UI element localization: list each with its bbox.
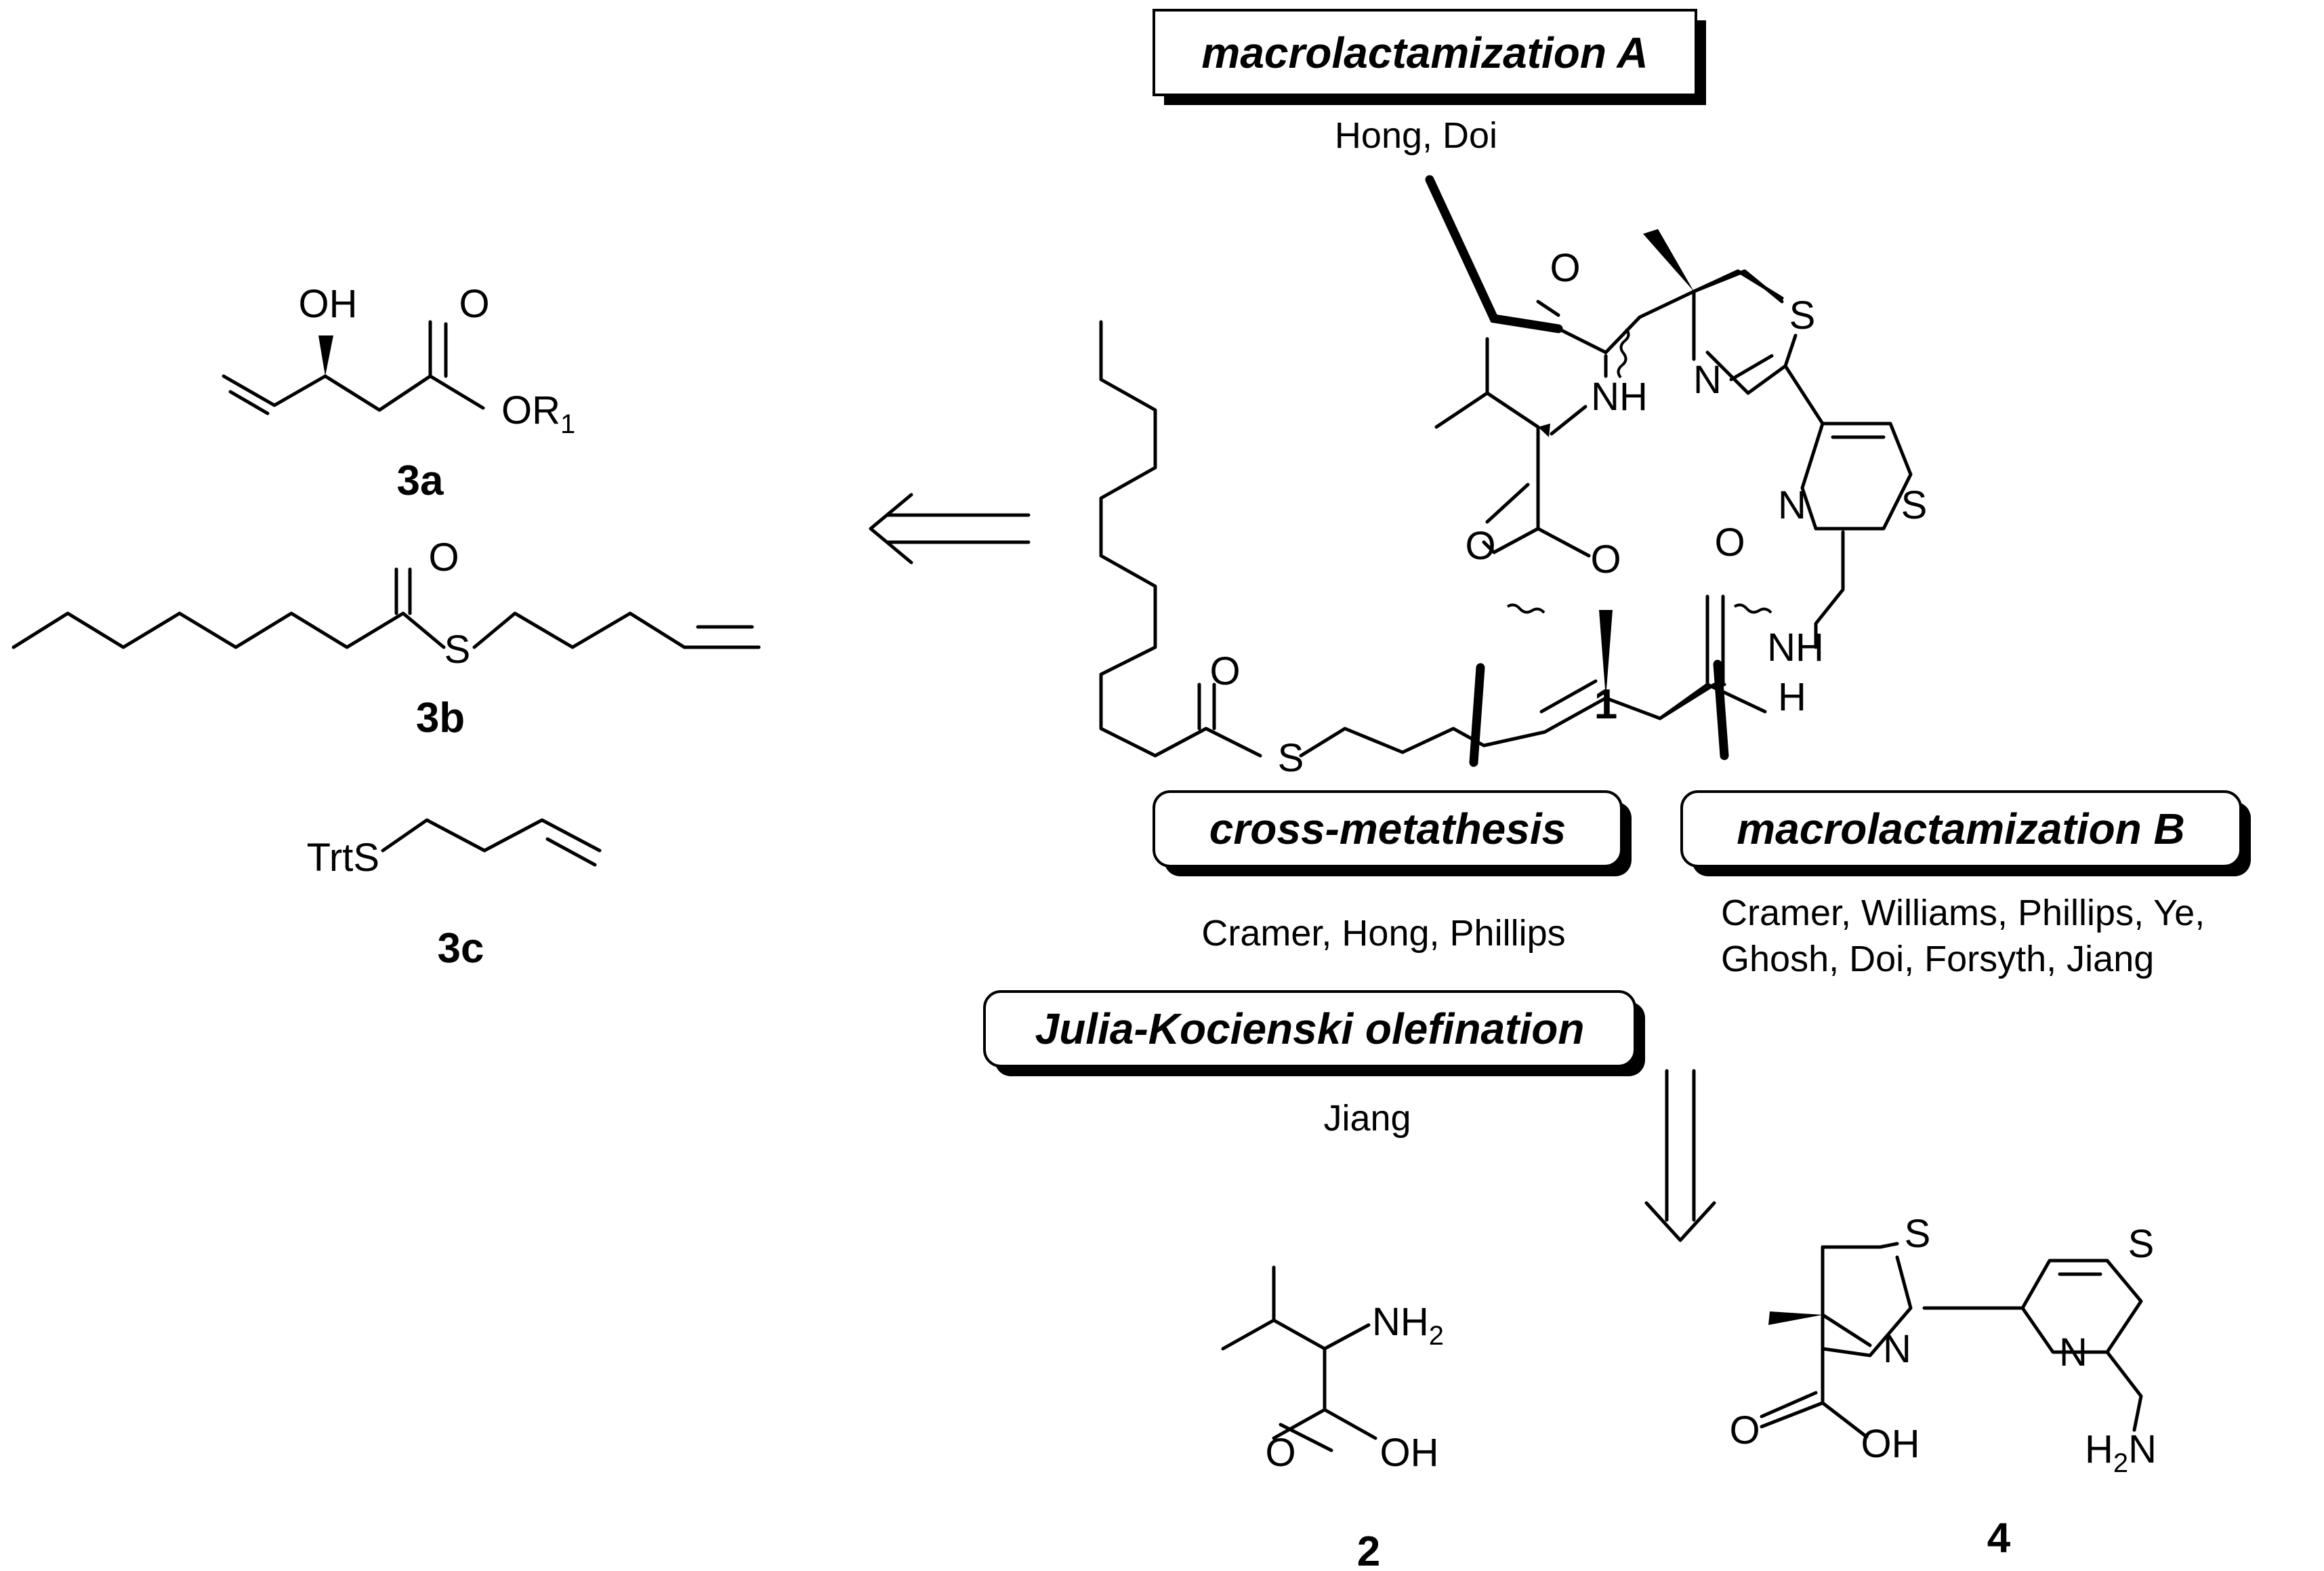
label-4: 4 [1987, 1515, 2011, 1562]
box-cross-metathesis: cross-metathesis [1153, 790, 1632, 876]
atom-n: N [1778, 483, 1806, 527]
retro-arrow-down [1644, 1069, 1716, 1242]
atom-o: O [1265, 1431, 1295, 1475]
atom-nh: NH [1591, 375, 1648, 419]
atom-n: N [1693, 358, 1722, 402]
structure-4: S N O OH S N H2N 4 [1729, 1212, 2157, 1562]
atom-s: S [2128, 1222, 2155, 1266]
structure-3c: TrtS 3c [307, 818, 602, 972]
structure-3b: O S 3b [12, 535, 761, 741]
atom-s: S [1278, 736, 1304, 780]
leader-macro-a [1425, 175, 1563, 333]
authors-macro-b-line1: Cramer, Williams, Phillips, Ye, [1721, 893, 2205, 933]
atom-o: O [1550, 246, 1580, 290]
retro-arrow-left [869, 493, 1031, 565]
box-macrolactamization-b: macrolactamization B [1680, 790, 2251, 876]
box-macrolactamization-a: macrolactamization A [1153, 9, 1706, 105]
wedge-bond [1599, 610, 1613, 698]
authors-cross-metathesis: Cramer, Hong, Phillips [1201, 913, 1565, 954]
authors-macro-a: Hong, Doi [1335, 115, 1497, 156]
stereo-bond [1538, 424, 1550, 437]
atom-n: N [2059, 1330, 2088, 1374]
label-2: 2 [1357, 1528, 1380, 1571]
wedge-bond [1643, 229, 1694, 291]
authors-macro-b-line2: Ghosh, Doi, Forsyth, Jiang [1721, 939, 2154, 979]
atom-trts: TrtS [307, 836, 379, 880]
wedge-bond [1768, 1311, 1823, 1325]
atom-oh: OH [1380, 1431, 1439, 1475]
atom-s: S [1789, 293, 1816, 338]
atom-oh: OH [299, 282, 358, 326]
atom-n: N [1883, 1327, 1911, 1371]
box-title: Julia-Kocienski olefination [1035, 1004, 1585, 1053]
atom-s: S [1901, 483, 1928, 527]
atom-s: S [444, 628, 471, 672]
atom-nh2: NH2 [1372, 1300, 1444, 1351]
label-3c: 3c [438, 925, 484, 972]
box-title: macrolactamization A [1201, 28, 1648, 77]
atom-o: O [1590, 537, 1621, 582]
atom-or1: OR1 [501, 388, 575, 439]
box-title: macrolactamization B [1737, 804, 2185, 853]
label-3a: 3a [397, 457, 444, 504]
label-1: 1 [1594, 681, 1617, 728]
structure-1: O S O O NH H O NH O S N [1099, 229, 1928, 780]
atom-o: O [1465, 524, 1495, 568]
atom-oh: OH [1861, 1422, 1920, 1466]
atom-o: O [1729, 1408, 1760, 1452]
atom-h2n: H2N [2085, 1427, 2157, 1478]
structure-3a: OH O OR1 3a [222, 282, 575, 504]
atom-s: S [1905, 1212, 1931, 1256]
atom-o: O [1209, 649, 1240, 693]
leader-cross-metathesis [1469, 663, 1485, 767]
box-julia-kocienski: Julia-Kocienski olefination [983, 990, 1645, 1076]
wedge-bond [318, 335, 333, 376]
atom-o: O [428, 535, 459, 579]
atom-h: H [1778, 675, 1806, 719]
atom-o: O [1714, 521, 1745, 565]
leader-macro-b [1713, 659, 1729, 760]
authors-julia: Jiang [1323, 1098, 1411, 1139]
structure-2: NH2 O OH 2 [1221, 1265, 1444, 1571]
box-title: cross-metathesis [1209, 804, 1566, 853]
atom-o: O [459, 282, 489, 326]
label-3b: 3b [416, 695, 465, 741]
